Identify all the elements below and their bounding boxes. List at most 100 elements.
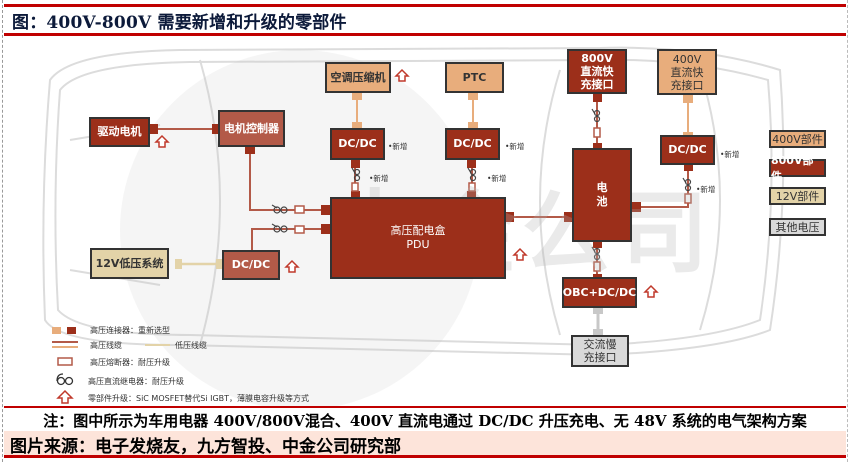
dcdc-compressor-label: DC/DC [338, 137, 377, 150]
dcdc-compressor-box[interactable]: DC/DC [330, 128, 385, 160]
connector [467, 191, 476, 199]
connector [467, 160, 476, 168]
upgrade-icon [154, 134, 170, 148]
connector [593, 307, 603, 314]
legend-connector-400-icon [52, 327, 61, 334]
ac-compressor-box[interactable]: 空调压缩机 [325, 62, 391, 93]
dcdc-400v-box[interactable]: DC/DC [660, 135, 715, 165]
relay-icon [467, 167, 477, 182]
connector [505, 212, 514, 222]
legend-upgrade-text: 零部件升级：SiC MOSFET替代Si IGBT，薄膜电容升级等方式 [88, 394, 310, 403]
connectors-other [593, 307, 603, 336]
relay-icon [591, 246, 601, 261]
legend-other-voltage: 其他电压 [769, 218, 826, 236]
upgrade-icon [394, 68, 410, 82]
connector [212, 124, 220, 134]
fast-charge-800v-line2: 直流快 [580, 65, 614, 78]
battery-box[interactable]: 电 池 [572, 148, 632, 242]
new-tag: •新增 [369, 174, 389, 183]
lv12-system-box[interactable]: 12V低压系统 [90, 248, 169, 279]
upgrade-icon [643, 284, 659, 298]
drive-motor-box[interactable]: 驱动电机 [89, 117, 150, 147]
ac-slow-charge-line2: 充接口 [583, 351, 617, 364]
legend-400v-label: 400V部件 [772, 133, 823, 146]
dcdc-ptc-label: DC/DC [453, 137, 492, 150]
legend-other-label: 其他电压 [775, 221, 820, 234]
connector [468, 92, 478, 100]
legend-800v-parts: 800V部件 [769, 154, 826, 183]
fuse-icon [294, 205, 305, 214]
dcdc-12v-label: DC/DC [231, 258, 271, 271]
motor-controller-box[interactable]: 电机控制器 [218, 110, 285, 147]
legend-12v-label: 12V部件 [775, 190, 820, 203]
fast-charge-400v-box[interactable]: 400V 直流快 充接口 [657, 49, 717, 95]
figure-source: 图片来源：电子发烧友，九方智投、中金公司研究部 [10, 437, 401, 457]
battery-label-line2: 池 [596, 195, 608, 208]
pdu-box[interactable]: 高压配电盒 PDU [330, 197, 506, 279]
legend-12v-parts: 12V部件 [769, 187, 826, 205]
fuse-icon [294, 225, 305, 234]
ac-compressor-label: 空调压缩机 [330, 70, 386, 84]
connector [593, 329, 603, 336]
connectors-12v [175, 259, 223, 269]
obc-dcdc-label: OBC+DC/DC [562, 285, 637, 299]
fast-charge-800v-box[interactable]: 800V 直流快 充接口 [567, 49, 627, 94]
connector [216, 259, 223, 269]
new-tag: •新增 [720, 150, 740, 159]
ptc-box[interactable]: PTC [445, 62, 504, 93]
ac-slow-charge-box[interactable]: 交流慢 充接口 [571, 335, 629, 367]
new-tag: •新增 [505, 142, 525, 151]
obc-dcdc-box[interactable]: OBC+DC/DC [562, 277, 637, 308]
legend-fuse-icon [57, 357, 73, 366]
figure-title: 图：400V-800V 需要新增和升级的零部件 [12, 13, 347, 33]
fast-charge-400v-line1: 400V [672, 52, 702, 66]
dcdc-ptc-box[interactable]: DC/DC [445, 128, 500, 160]
upgrade-icon [512, 247, 528, 261]
lv12-system-label: 12V低压系统 [95, 256, 164, 270]
title-bar: 图：400V-800V 需要新增和升级的零部件 [4, 4, 846, 36]
connector [593, 240, 602, 248]
legend-800v-label: 800V部件 [771, 154, 814, 183]
legend-relay-icon [56, 373, 74, 386]
connector [684, 163, 693, 171]
connector [593, 94, 602, 102]
fuse-icon [468, 182, 476, 192]
battery-label-line1: 电 [596, 181, 608, 194]
legend-upgrade-icon [56, 389, 74, 404]
fuse-icon [351, 182, 359, 192]
fast-charge-800v-line1: 800V [581, 52, 613, 65]
legend-400v-parts: 400V部件 [769, 130, 826, 148]
ac-slow-charge-line1: 交流慢 [583, 338, 617, 351]
new-tag: •新增 [388, 142, 408, 151]
connector [632, 202, 641, 212]
legend-lv-cable-text: 低压线缆 [175, 341, 207, 350]
connector [352, 92, 362, 100]
pdu-label-line1: 高压配电盒 [390, 224, 446, 237]
source-bar: 图片来源：电子发烧友，九方智投、中金公司研究部 [4, 431, 846, 458]
legend-bottom-graphics [52, 327, 170, 404]
relays [271, 108, 692, 261]
fast-charge-400v-line3: 充接口 [670, 78, 704, 92]
connector [175, 259, 182, 269]
note-bar: 注：图中所示为车用电器 400V/800V混合、400V 直流电通过 DC/DC… [4, 406, 846, 433]
relay-icon [351, 167, 361, 182]
connector [352, 122, 362, 130]
connector [321, 224, 330, 234]
frame-border-left [2, 0, 3, 462]
connector [245, 147, 255, 154]
fuse-icon [684, 193, 692, 204]
dcdc-12v-box[interactable]: DC/DC [222, 250, 280, 280]
connector [351, 160, 360, 168]
legend-connector-text: 高压连接器：重新选型 [90, 326, 170, 335]
pdu-label-line2: PDU [406, 238, 430, 251]
fuse-icon [593, 261, 601, 272]
legend-hv-cable-text: 高压线缆 [90, 341, 122, 350]
connector [351, 191, 360, 199]
relay-icon [271, 223, 288, 233]
relay-icon [682, 177, 692, 192]
legend-fuse-text: 高压熔断器：耐压升级 [90, 358, 170, 367]
figure-note: 注：图中所示为车用电器 400V/800V混合、400V 直流电通过 DC/DC… [43, 412, 807, 430]
connector [593, 143, 602, 151]
fast-charge-400v-line2: 直流快 [670, 65, 704, 79]
